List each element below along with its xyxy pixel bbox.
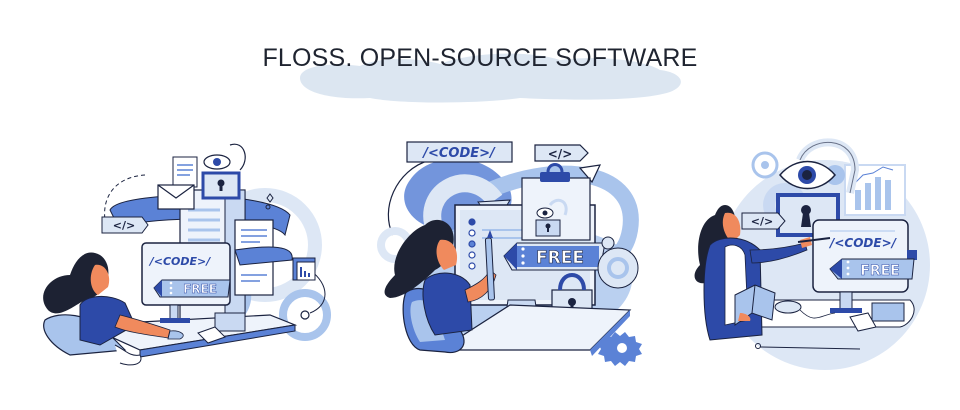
title-banner: FLOSS. OPEN-SOURCE SOFTWARE (0, 0, 960, 110)
free-label: FREE (183, 282, 217, 296)
refresh-arrow-icon (423, 174, 503, 234)
scene-center: /<CODE>/ </> FREE (360, 130, 660, 380)
gear-icon (597, 247, 639, 289)
document-icon (172, 156, 198, 188)
free-label: FREE (536, 248, 584, 268)
tag-label: </> (548, 147, 573, 161)
code-tag-icon (101, 216, 149, 234)
scene-left: </> /<CODE>/ FREE (30, 135, 350, 380)
code-label: /<CODE>/ (421, 146, 496, 161)
tag-label: </> (113, 219, 135, 232)
scene-right: </> /<CODE>/ FREE (680, 135, 940, 380)
free-badge (153, 279, 231, 298)
code-label: /<CODE>/ (148, 255, 212, 268)
cloud-background (300, 53, 681, 103)
code-tag-box (406, 141, 513, 163)
hair (384, 219, 454, 298)
mouse-icon (774, 300, 802, 314)
target-icon (279, 289, 331, 341)
tag-label: </> (751, 215, 773, 228)
hair (43, 252, 109, 314)
page-title: FLOSS. OPEN-SOURCE SOFTWARE (262, 44, 698, 72)
code-label: /<CODE>/ (828, 236, 898, 250)
free-label: FREE (860, 263, 899, 279)
free-badge (829, 258, 915, 280)
